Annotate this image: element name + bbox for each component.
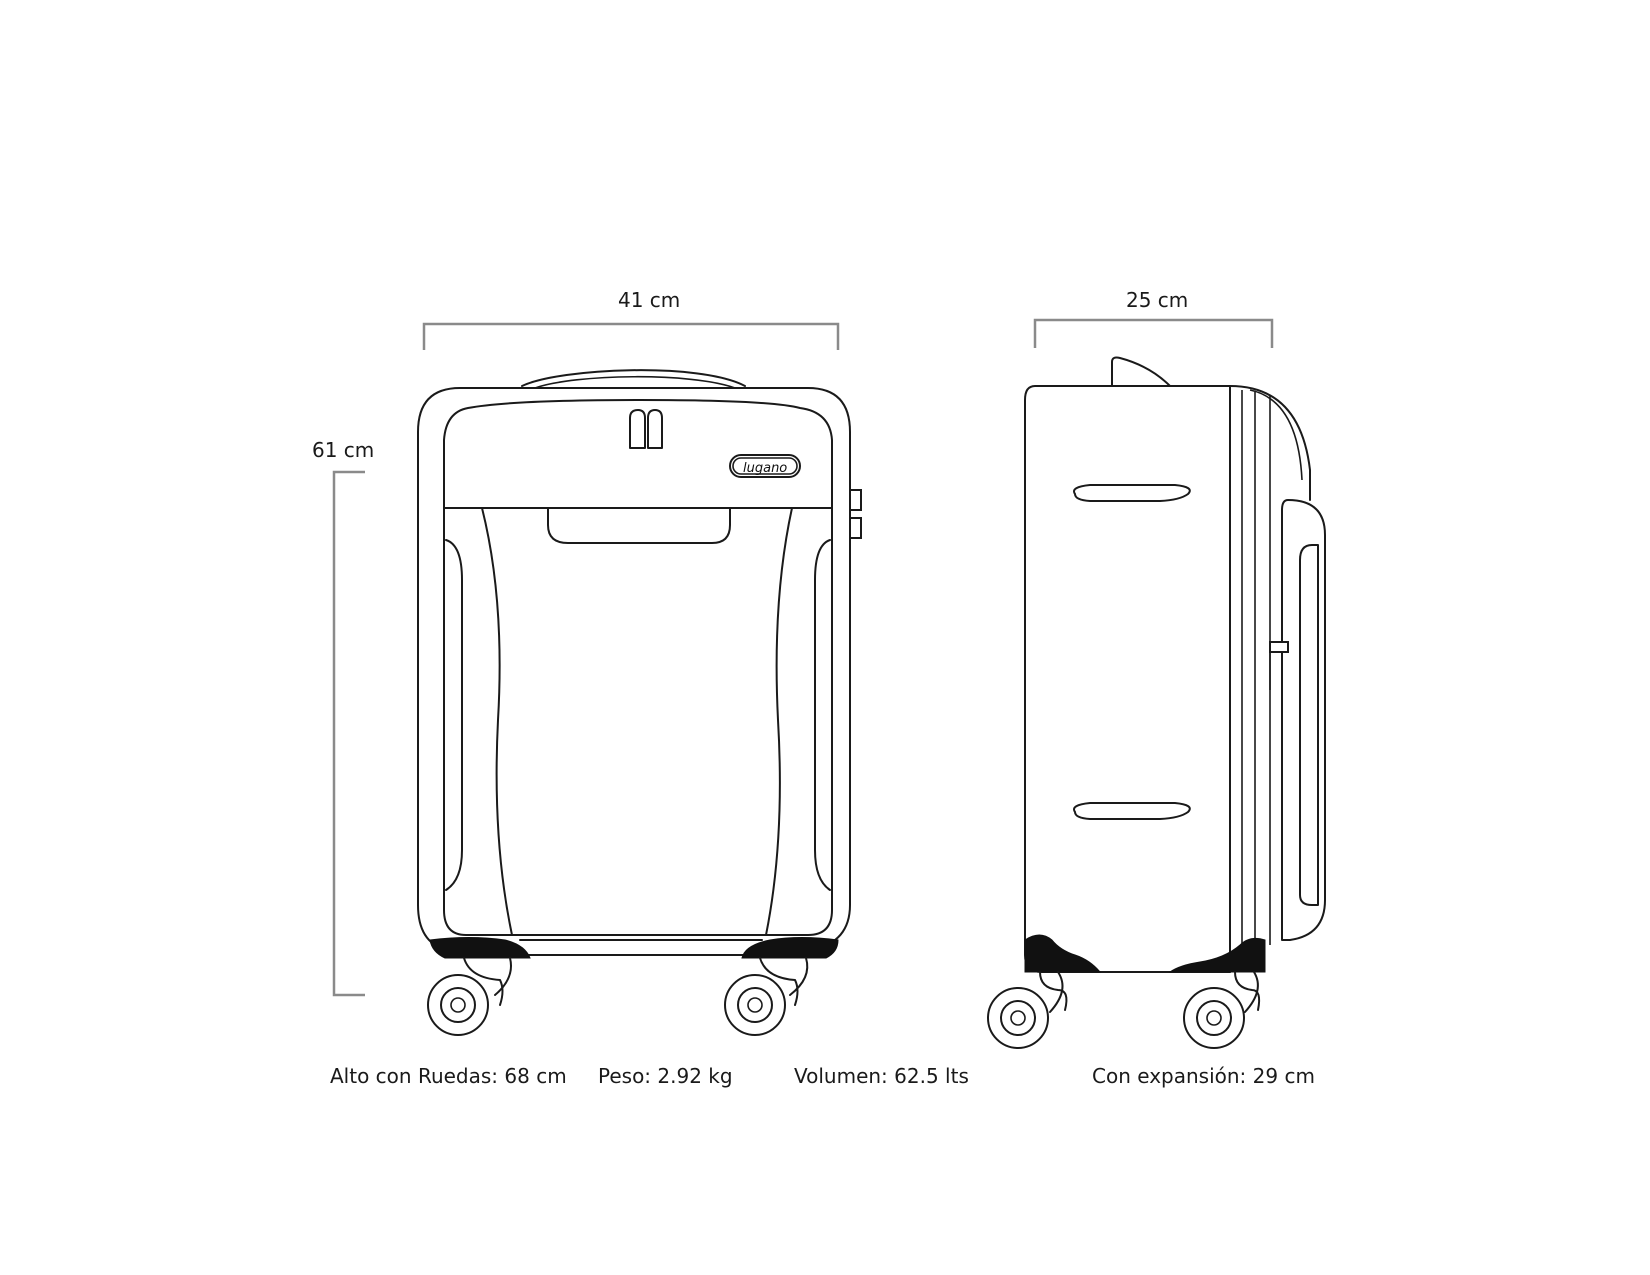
side-left-wheel [987, 971, 1068, 1049]
side-left-corner-guard [1024, 934, 1102, 973]
brand-logo: lugano [729, 454, 801, 478]
side-lock [849, 489, 862, 511]
front-right-corner-guard [741, 937, 839, 959]
front-left-wheel [427, 957, 512, 1036]
front-right-recess [814, 539, 831, 891]
front-handle-pocket [547, 507, 731, 544]
height-bracket [332, 470, 365, 997]
spec-weight: Peso: 2.92 kg [598, 1064, 733, 1088]
front-width-bracket [422, 322, 840, 350]
side-top-handle [1111, 356, 1171, 387]
spec-expansion: Con expansión: 29 cm [1092, 1064, 1315, 1088]
side-back-curve [1229, 385, 1311, 501]
side-width-label: 25 cm [1126, 288, 1189, 312]
front-view: lugano [417, 369, 862, 1036]
spec-volume: Volumen: 62.5 lts [794, 1064, 969, 1088]
front-center-curve-right [765, 507, 793, 936]
height-label: 61 cm [312, 438, 375, 462]
front-inner-panel [443, 399, 833, 936]
zipper-pull [629, 409, 663, 449]
side-view [987, 356, 1326, 1049]
front-width-label: 41 cm [618, 288, 681, 312]
side-main-body [1024, 385, 1231, 973]
side-right-wheel [1183, 971, 1261, 1049]
side-width-bracket [1033, 318, 1274, 348]
front-left-recess [445, 539, 463, 891]
front-left-corner-guard [429, 937, 531, 959]
side-right-corner-guard [1168, 937, 1266, 973]
front-right-wheel [724, 957, 809, 1036]
side-handle-housing [1281, 499, 1326, 941]
side-grip-lower [1073, 802, 1191, 820]
front-center-curve-left [481, 507, 513, 936]
front-bottom-bar [519, 939, 763, 956]
svg-text:lugano: lugano [743, 461, 787, 476]
spec-height-with-wheels: Alto con Ruedas: 68 cm [330, 1064, 567, 1088]
front-top-handle [521, 369, 746, 387]
expansion-zipper [1269, 641, 1289, 653]
side-grip-upper [1073, 484, 1191, 502]
